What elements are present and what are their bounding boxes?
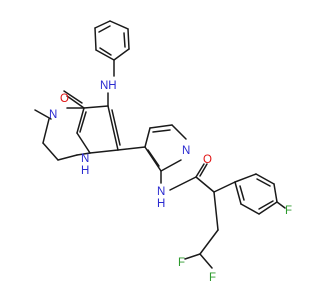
pyridine-ring xyxy=(144,124,187,172)
phenyl-ring xyxy=(94,20,130,61)
bonds xyxy=(34,20,286,269)
atom-o-amide: O xyxy=(203,154,212,166)
amide-co-bond xyxy=(195,163,205,178)
atom-h-amide: H xyxy=(157,198,165,210)
atom-n-pyridine: N xyxy=(182,145,190,157)
aryl-f-bond xyxy=(276,201,286,209)
core-bicycle xyxy=(34,90,121,161)
core-pyridine-bond xyxy=(117,146,146,151)
atom-f-1: F xyxy=(178,257,185,269)
molecule-diagram: NH O N N H N N H O F F F xyxy=(34,20,293,284)
atom-labels: NH O N N H N N H O F F F xyxy=(49,80,292,284)
atom-f-aryl: F xyxy=(285,205,292,217)
chf2-f1-bond xyxy=(184,253,201,260)
amide-n-c-bond xyxy=(169,176,197,191)
atom-n-amide: N xyxy=(157,186,165,198)
ch2-chf2-bond xyxy=(199,229,219,255)
amide-ca-bond xyxy=(195,176,215,193)
chf2-f2-bond xyxy=(199,253,213,269)
atom-n-lactam: N xyxy=(49,109,57,121)
structure-svg: NH O N N H N N H O F F F xyxy=(34,20,292,284)
atom-nh-aniline: NH xyxy=(100,80,117,92)
amide-co-bond-2 xyxy=(199,163,208,177)
atom-o-lactam: O xyxy=(60,93,69,105)
ca-ch2-bond xyxy=(213,191,219,231)
atom-f-2: F xyxy=(209,272,216,284)
ca-aryl-bond xyxy=(213,181,236,193)
fluorophenyl-ring xyxy=(234,173,278,215)
atom-n-pyrrole: N xyxy=(81,153,89,165)
atom-h-pyrrole: H xyxy=(81,165,89,177)
